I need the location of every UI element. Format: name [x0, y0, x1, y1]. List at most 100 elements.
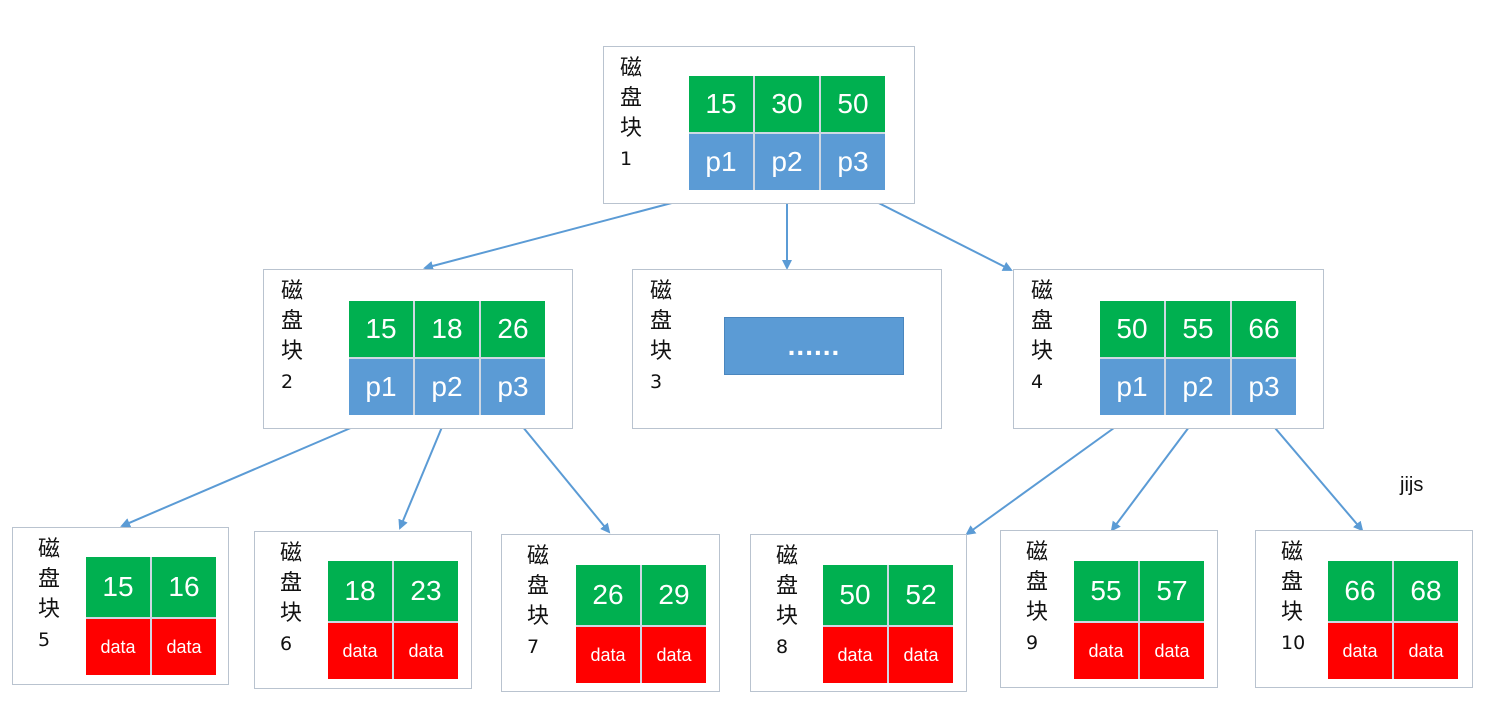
key-cell: 26: [576, 565, 640, 625]
label-char: 块: [1281, 600, 1304, 625]
arrow-b4-p3-to-b10: [1263, 414, 1364, 532]
label-char: 块: [1026, 600, 1049, 625]
data-cell: data: [823, 627, 887, 683]
key-cell: 26: [481, 301, 545, 357]
label-char: 磁: [650, 279, 673, 304]
key-cell: 68: [1394, 561, 1458, 621]
block-number: 7: [527, 636, 540, 658]
label-char: 盘: [620, 86, 643, 111]
arrow-b2-p1-to-b5: [120, 414, 382, 528]
label-char: 磁: [38, 537, 61, 562]
block-number: 3: [650, 371, 663, 393]
block-number: 6: [280, 633, 293, 655]
label-char: 块: [281, 339, 304, 364]
data-cell: data: [1394, 623, 1458, 679]
key-cell: 15: [86, 557, 150, 617]
block-number: 9: [1026, 632, 1039, 654]
key-cell: 18: [328, 561, 392, 621]
label-char: 盘: [1281, 570, 1304, 595]
label-char: 磁: [280, 541, 303, 566]
label-char: 磁: [1281, 540, 1304, 565]
pointer-cell: p1: [1100, 359, 1164, 415]
key-cell: 23: [394, 561, 458, 621]
block-number: 10: [1281, 632, 1306, 654]
label-char: 盘: [280, 571, 303, 596]
key-cell: 30: [755, 76, 819, 132]
label-char: 盘: [776, 574, 799, 599]
data-cell: data: [1140, 623, 1204, 679]
label-char: 磁: [281, 279, 304, 304]
pointer-cell: p1: [689, 134, 753, 190]
label-char: 盘: [650, 309, 673, 334]
label-char: 盘: [38, 567, 61, 592]
label-char: 块: [650, 339, 673, 364]
pointer-cell: p3: [821, 134, 885, 190]
label-char: 磁: [776, 544, 799, 569]
key-cell: 55: [1074, 561, 1138, 621]
key-cell: 57: [1140, 561, 1204, 621]
data-cell: data: [642, 627, 706, 683]
key-cell: 15: [689, 76, 753, 132]
label-char: 盘: [281, 309, 304, 334]
pointer-cell: p1: [349, 359, 413, 415]
pointer-cell: p2: [415, 359, 479, 415]
label-char: 盘: [1026, 570, 1049, 595]
data-cell: data: [328, 623, 392, 679]
data-cell: data: [576, 627, 640, 683]
note-text: jijs: [1400, 474, 1424, 496]
block-number: 5: [38, 629, 51, 651]
data-cell: data: [1328, 623, 1392, 679]
disk-block-label: 磁盘块 9: [1026, 538, 1048, 658]
key-cell: 52: [889, 565, 953, 625]
arrow-b4-p1-to-b8: [965, 414, 1133, 536]
label-char: 磁: [1031, 279, 1054, 304]
data-cell: data: [86, 619, 150, 675]
data-cell: data: [152, 619, 216, 675]
label-char: 块: [527, 604, 550, 629]
ellipsis-box: ......: [724, 317, 904, 375]
disk-block-label: 磁盘块 10: [1281, 538, 1305, 658]
label-char: 块: [776, 604, 799, 629]
arrow-b2-p3-to-b7: [512, 414, 611, 534]
label-char: 磁: [527, 544, 550, 569]
label-char: 块: [620, 116, 643, 141]
block-number: 4: [1031, 371, 1044, 393]
key-cell: 15: [349, 301, 413, 357]
pointer-cell: p2: [1166, 359, 1230, 415]
arrow-b4-p2-to-b9: [1110, 414, 1199, 532]
data-cell: data: [394, 623, 458, 679]
key-cell: 66: [1328, 561, 1392, 621]
label-char: 块: [280, 601, 303, 626]
arrow-b2-p2-to-b6: [398, 414, 448, 530]
label-char: 磁: [1026, 540, 1049, 565]
key-cell: 16: [152, 557, 216, 617]
pointer-cell: p3: [1232, 359, 1296, 415]
key-cell: 50: [823, 565, 887, 625]
key-cell: 18: [415, 301, 479, 357]
block-number: 8: [776, 636, 789, 658]
data-cell: data: [889, 627, 953, 683]
key-cell: 66: [1232, 301, 1296, 357]
key-cell: 50: [821, 76, 885, 132]
label-char: 块: [1031, 339, 1054, 364]
pointer-cell: p2: [755, 134, 819, 190]
disk-block-label: 磁盘块 3: [650, 277, 672, 397]
key-cell: 50: [1100, 301, 1164, 357]
disk-block-label: 磁盘块 6: [280, 539, 302, 659]
key-cell: 29: [642, 565, 706, 625]
pointer-cell: p3: [481, 359, 545, 415]
block-number: 1: [620, 148, 633, 170]
